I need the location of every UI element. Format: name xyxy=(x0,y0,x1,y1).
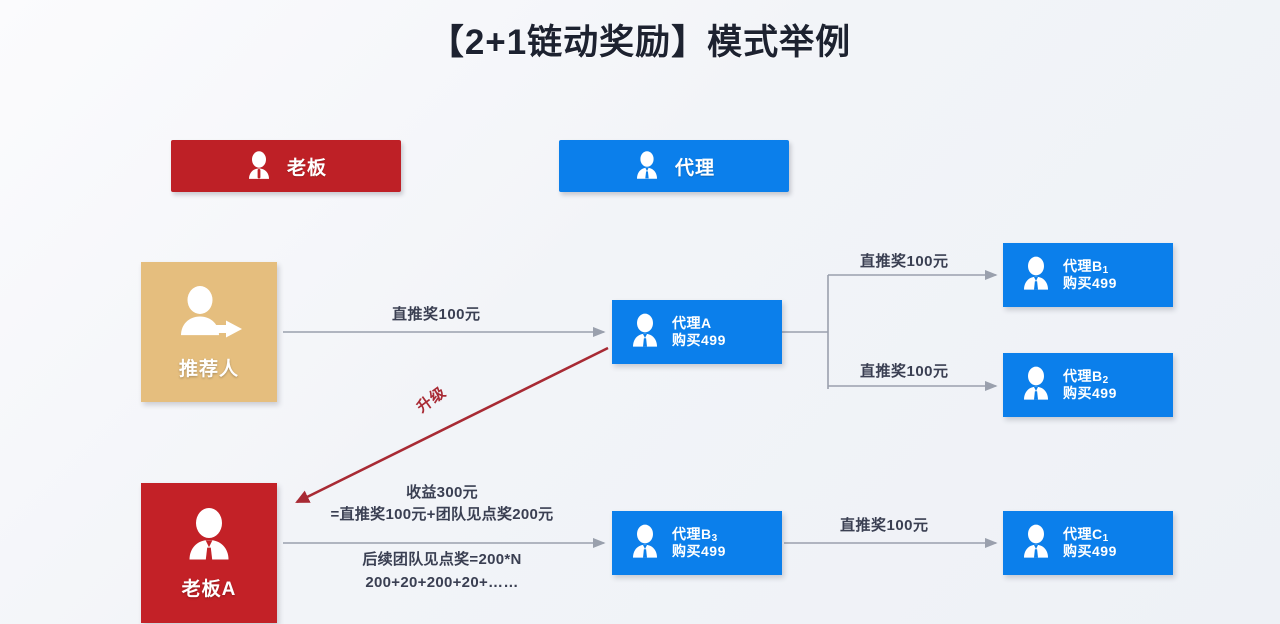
node-agentA[interactable]: 代理A 购买499 xyxy=(612,300,782,364)
node-referrer[interactable]: 推荐人 xyxy=(141,262,277,402)
node-agentB1-name: 代理B1 xyxy=(1063,257,1109,276)
node-agentC1-buy: 购买499 xyxy=(1063,543,1117,559)
node-agentB2-buy: 购买499 xyxy=(1063,385,1117,401)
page-title: 【2+1链动奖励】模式举例 xyxy=(428,23,852,62)
node-agentC1[interactable]: 代理C1 购买499 xyxy=(1003,511,1173,575)
edge-label-b3-to-c1: 直推奖100元 xyxy=(840,517,929,534)
node-agentC1-name: 代理C1 xyxy=(1063,525,1109,544)
node-agentB3-buy: 购买499 xyxy=(672,543,726,559)
person-arrow-icon xyxy=(181,285,242,337)
node-agentA-name: 代理A xyxy=(672,314,712,331)
ongoing-line-1: 后续团队见点奖=200*N xyxy=(362,551,522,568)
node-bossA[interactable]: 老板A xyxy=(141,483,277,623)
edge-label-agentA-to-b1: 直推奖100元 xyxy=(860,253,949,270)
edge-label-agentA-to-b2: 直推奖100元 xyxy=(860,363,949,380)
ongoing-bonus-note: 后续团队见点奖=200*N 200+20+200+20+…… xyxy=(292,549,592,594)
node-agentB1-buy: 购买499 xyxy=(1063,275,1117,291)
person-tie-icon xyxy=(633,313,657,347)
node-referrer-label: 推荐人 xyxy=(178,358,239,380)
node-agentA-buy: 购买499 xyxy=(672,332,726,348)
node-agentB3-name: 代理B3 xyxy=(672,525,718,544)
person-tie-icon xyxy=(1024,366,1048,400)
legend-boss-label: 老板 xyxy=(286,157,327,179)
node-agentB2-name: 代理B2 xyxy=(1063,367,1109,386)
legend-agent: 代理 xyxy=(559,140,789,192)
ongoing-line-2: 200+20+200+20+…… xyxy=(365,573,519,591)
income-line-1: 收益300元 xyxy=(406,484,478,501)
income-summary: 收益300元 =直推奖100元+团队见点奖200元 xyxy=(292,482,592,526)
person-tie-icon xyxy=(1024,524,1048,558)
income-line-2: =直推奖100元+团队见点奖200元 xyxy=(330,505,554,523)
person-tie-icon xyxy=(633,524,657,558)
node-agentB3[interactable]: 代理B3 购买499 xyxy=(612,511,782,575)
legend-boss: 老板 xyxy=(171,140,401,192)
node-agentB1[interactable]: 代理B1 购买499 xyxy=(1003,243,1173,307)
person-tie-icon xyxy=(636,151,657,179)
node-bossA-label: 老板A xyxy=(181,578,237,600)
person-suit-icon xyxy=(189,507,229,560)
edge-label-referrer-to-agentA: 直推奖100元 xyxy=(392,306,481,323)
node-agentB2[interactable]: 代理B2 购买499 xyxy=(1003,353,1173,417)
edge-upgrade-arrow xyxy=(295,346,609,504)
legend-agent-label: 代理 xyxy=(674,157,715,179)
person-tie-icon xyxy=(1024,256,1048,290)
person-icon xyxy=(248,151,269,179)
